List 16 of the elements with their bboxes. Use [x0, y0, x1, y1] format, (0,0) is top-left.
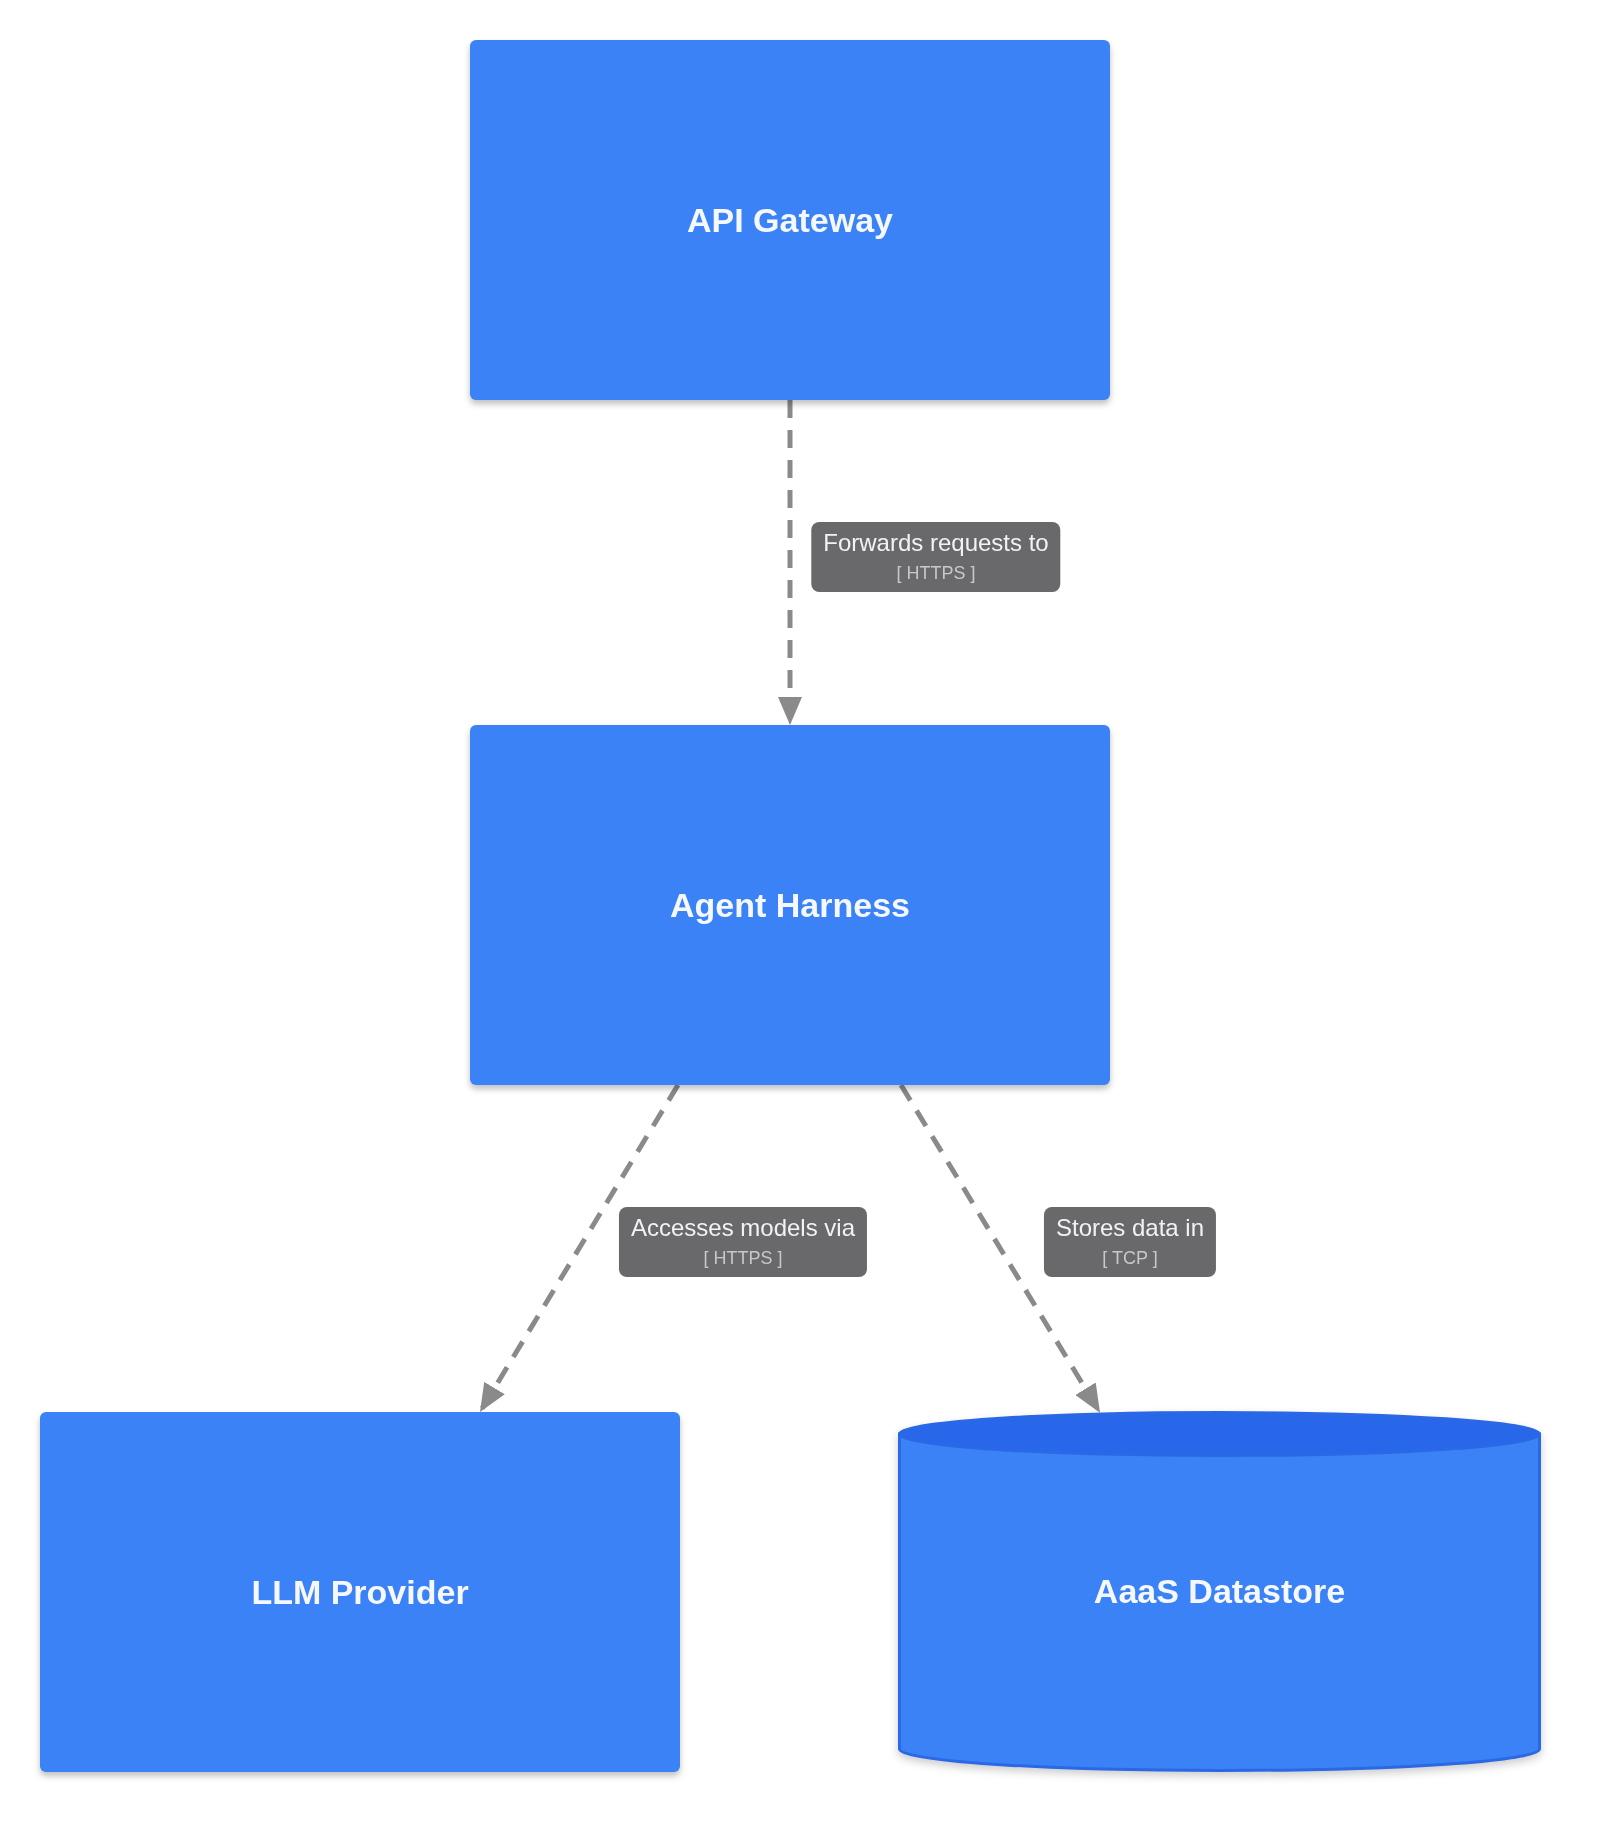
dashed-arrow [778, 400, 802, 725]
node-title: API Gateway [687, 199, 893, 241]
edge-label: Stores data in [1055, 1213, 1205, 1243]
protocol-label: [ HTTPS ] [896, 562, 976, 585]
container-box [40, 1412, 680, 1772]
dashed-arrow [477, 1083, 681, 1414]
node-title: Agent Harness [670, 884, 910, 926]
protocol-label: [ HTTPS ] [703, 1247, 783, 1270]
node-title: LLM Provider [251, 1571, 469, 1613]
dashed-arrow [898, 1083, 1103, 1414]
protocol-label: [ TCP ] [1102, 1247, 1158, 1270]
edge-label: Accesses models via [630, 1213, 856, 1243]
edge-label: Forwards requests to [823, 528, 1049, 558]
node-title: AaaS Datastore [1093, 1571, 1346, 1613]
container-box [470, 725, 1110, 1085]
container-box [470, 40, 1110, 400]
